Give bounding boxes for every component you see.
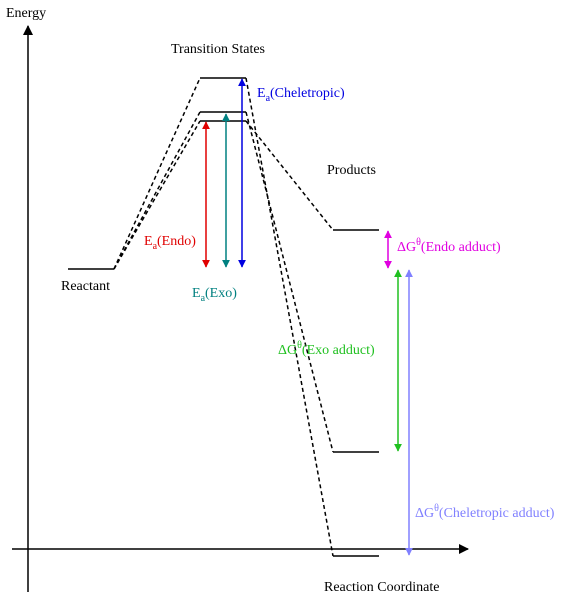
transition-states-label: Transition States (171, 42, 265, 57)
reactant-to-ts-endo (113, 120, 201, 270)
ea-exo-label: Ea(Exo) (192, 286, 237, 304)
ea-endo-label: Ea(Endo) (144, 234, 196, 252)
ea-cheletropic-label: Ea(Cheletropic) (257, 86, 345, 104)
x-axis-label: Reaction Coordinate (324, 580, 439, 595)
ts-exo-to-product-exo (245, 111, 334, 453)
ts-endo-to-product-endo (245, 120, 334, 231)
ts-cheletropic-to-product-cheletropic (245, 77, 334, 557)
reactant-to-ts-exo (113, 111, 201, 270)
dg-cheletropic-label: ΔGθ(Cheletropic adduct) (415, 503, 555, 521)
dg-endo-label: ΔGθ(Endo adduct) (397, 237, 501, 255)
y-axis-label: Energy (6, 6, 46, 21)
reactant-label: Reactant (61, 279, 110, 294)
products-label: Products (327, 163, 376, 178)
dg-exo-label: ΔGθ(Exo adduct) (278, 340, 375, 358)
